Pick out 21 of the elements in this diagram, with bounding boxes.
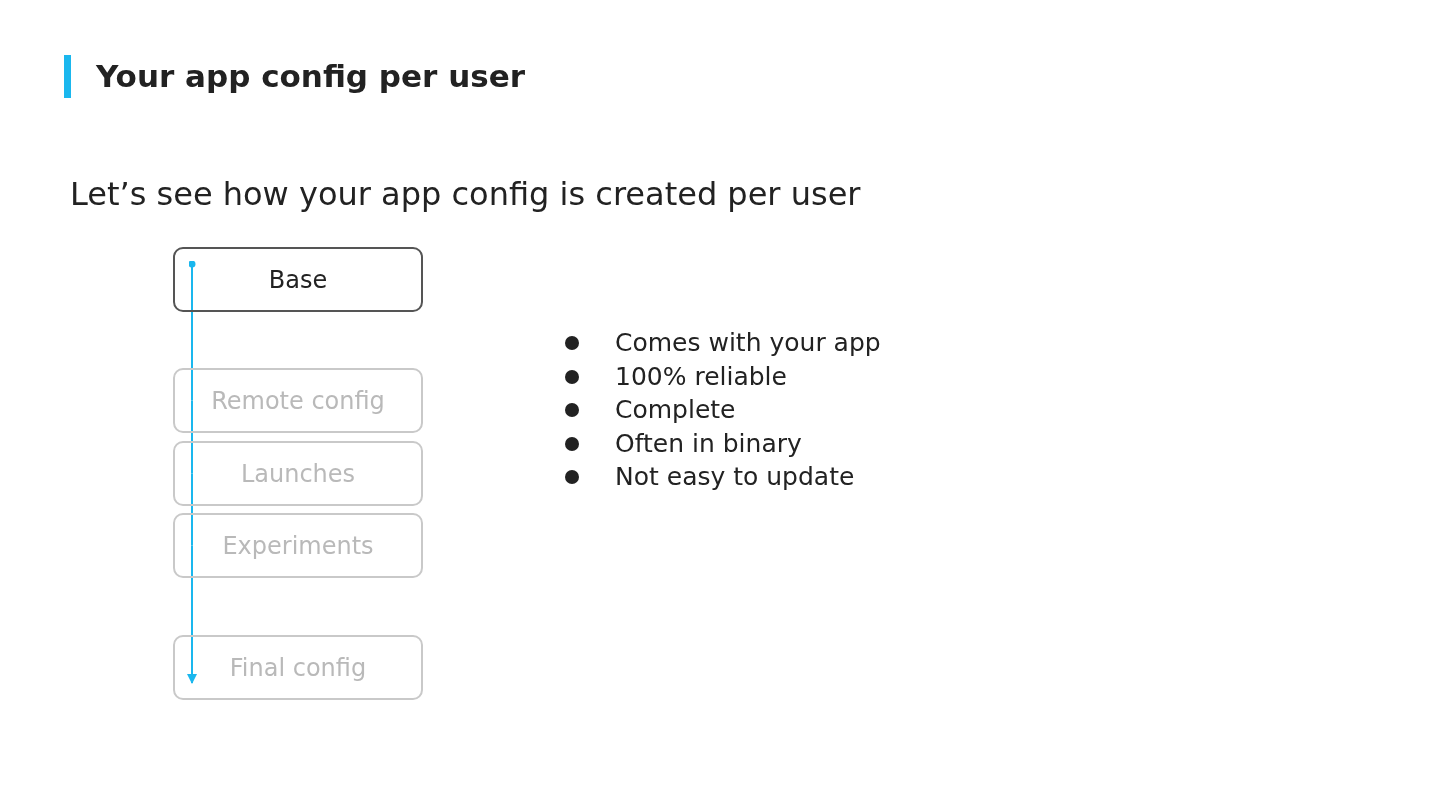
node-label: Launches [240, 458, 356, 489]
node-label: Remote config [211, 385, 385, 416]
connector-line [191, 472, 193, 547]
process-box [173, 247, 423, 312]
slide-title: Your app config per user [96, 57, 525, 96]
node-label: Final config [229, 652, 367, 683]
process-box [173, 368, 423, 433]
process-box [173, 635, 423, 700]
arrow [187, 544, 197, 684]
node-label: Base [268, 264, 328, 295]
bullet-text: Not easy to update [615, 461, 855, 493]
bullet-text: Comes with your app [615, 327, 881, 359]
process-box [173, 441, 423, 506]
bullet-text: Complete [615, 394, 736, 426]
bullet-text: Often in binary [615, 427, 802, 460]
bullet-text: 100% reliable [615, 360, 787, 393]
connector-line [191, 399, 193, 475]
lead-sentence: Let’s see how your app config is created per user [70, 174, 861, 215]
node-label: Experiments [222, 530, 374, 561]
process-box [173, 513, 423, 578]
connector-line [188, 260, 196, 402]
